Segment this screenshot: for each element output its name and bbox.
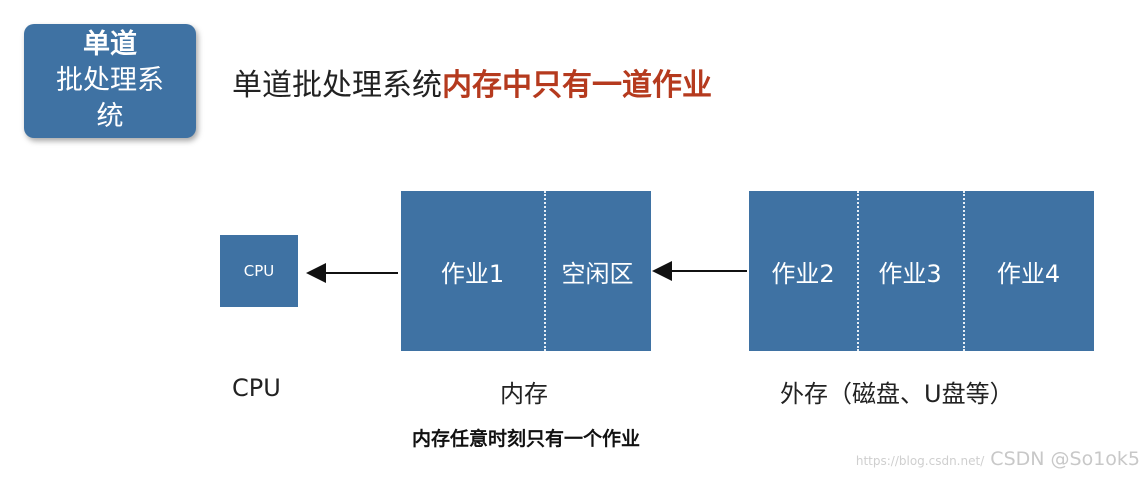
badge-line-2: 批处理系	[56, 65, 164, 96]
label-cpu: CPU	[232, 374, 281, 402]
badge-line-1: 单道	[83, 29, 137, 60]
watermark: https://blog.csdn.net/ CSDN @So1ok5	[856, 448, 1140, 470]
label-memory: 内存	[500, 380, 548, 408]
headline-accent: 内存中只有一道作业	[442, 68, 712, 103]
memory-cell-job1: 作业1	[440, 259, 505, 288]
label-external-storage: 外存（磁盘、U盘等）	[780, 380, 1014, 408]
external-cell-job4: 作业4	[996, 259, 1061, 288]
cpu-box: CPU	[220, 235, 298, 307]
memory-divider	[544, 191, 546, 351]
watermark-url: https://blog.csdn.net/	[855, 454, 985, 468]
external-storage-block: 作业2 作业3 作业4	[749, 191, 1094, 351]
external-cell-job3: 作业3	[878, 259, 942, 288]
memory-cell-free: 空闲区	[561, 259, 634, 288]
external-divider-1	[857, 191, 859, 351]
headline-prefix: 单道批处理系统	[232, 68, 442, 103]
external-divider-2	[963, 191, 965, 351]
memory-note: 内存任意时刻只有一个作业	[412, 428, 641, 450]
badge-line-3: 统	[96, 101, 124, 132]
page-headline: 单道批处理系统内存中只有一道作业	[232, 60, 712, 104]
section-title-badge: 单道 批处理系 统	[24, 24, 196, 138]
watermark-brand: CSDN @So1ok5	[990, 448, 1140, 470]
memory-block: 作业1 空闲区	[401, 191, 651, 351]
external-cell-job2: 作业2	[771, 259, 835, 288]
